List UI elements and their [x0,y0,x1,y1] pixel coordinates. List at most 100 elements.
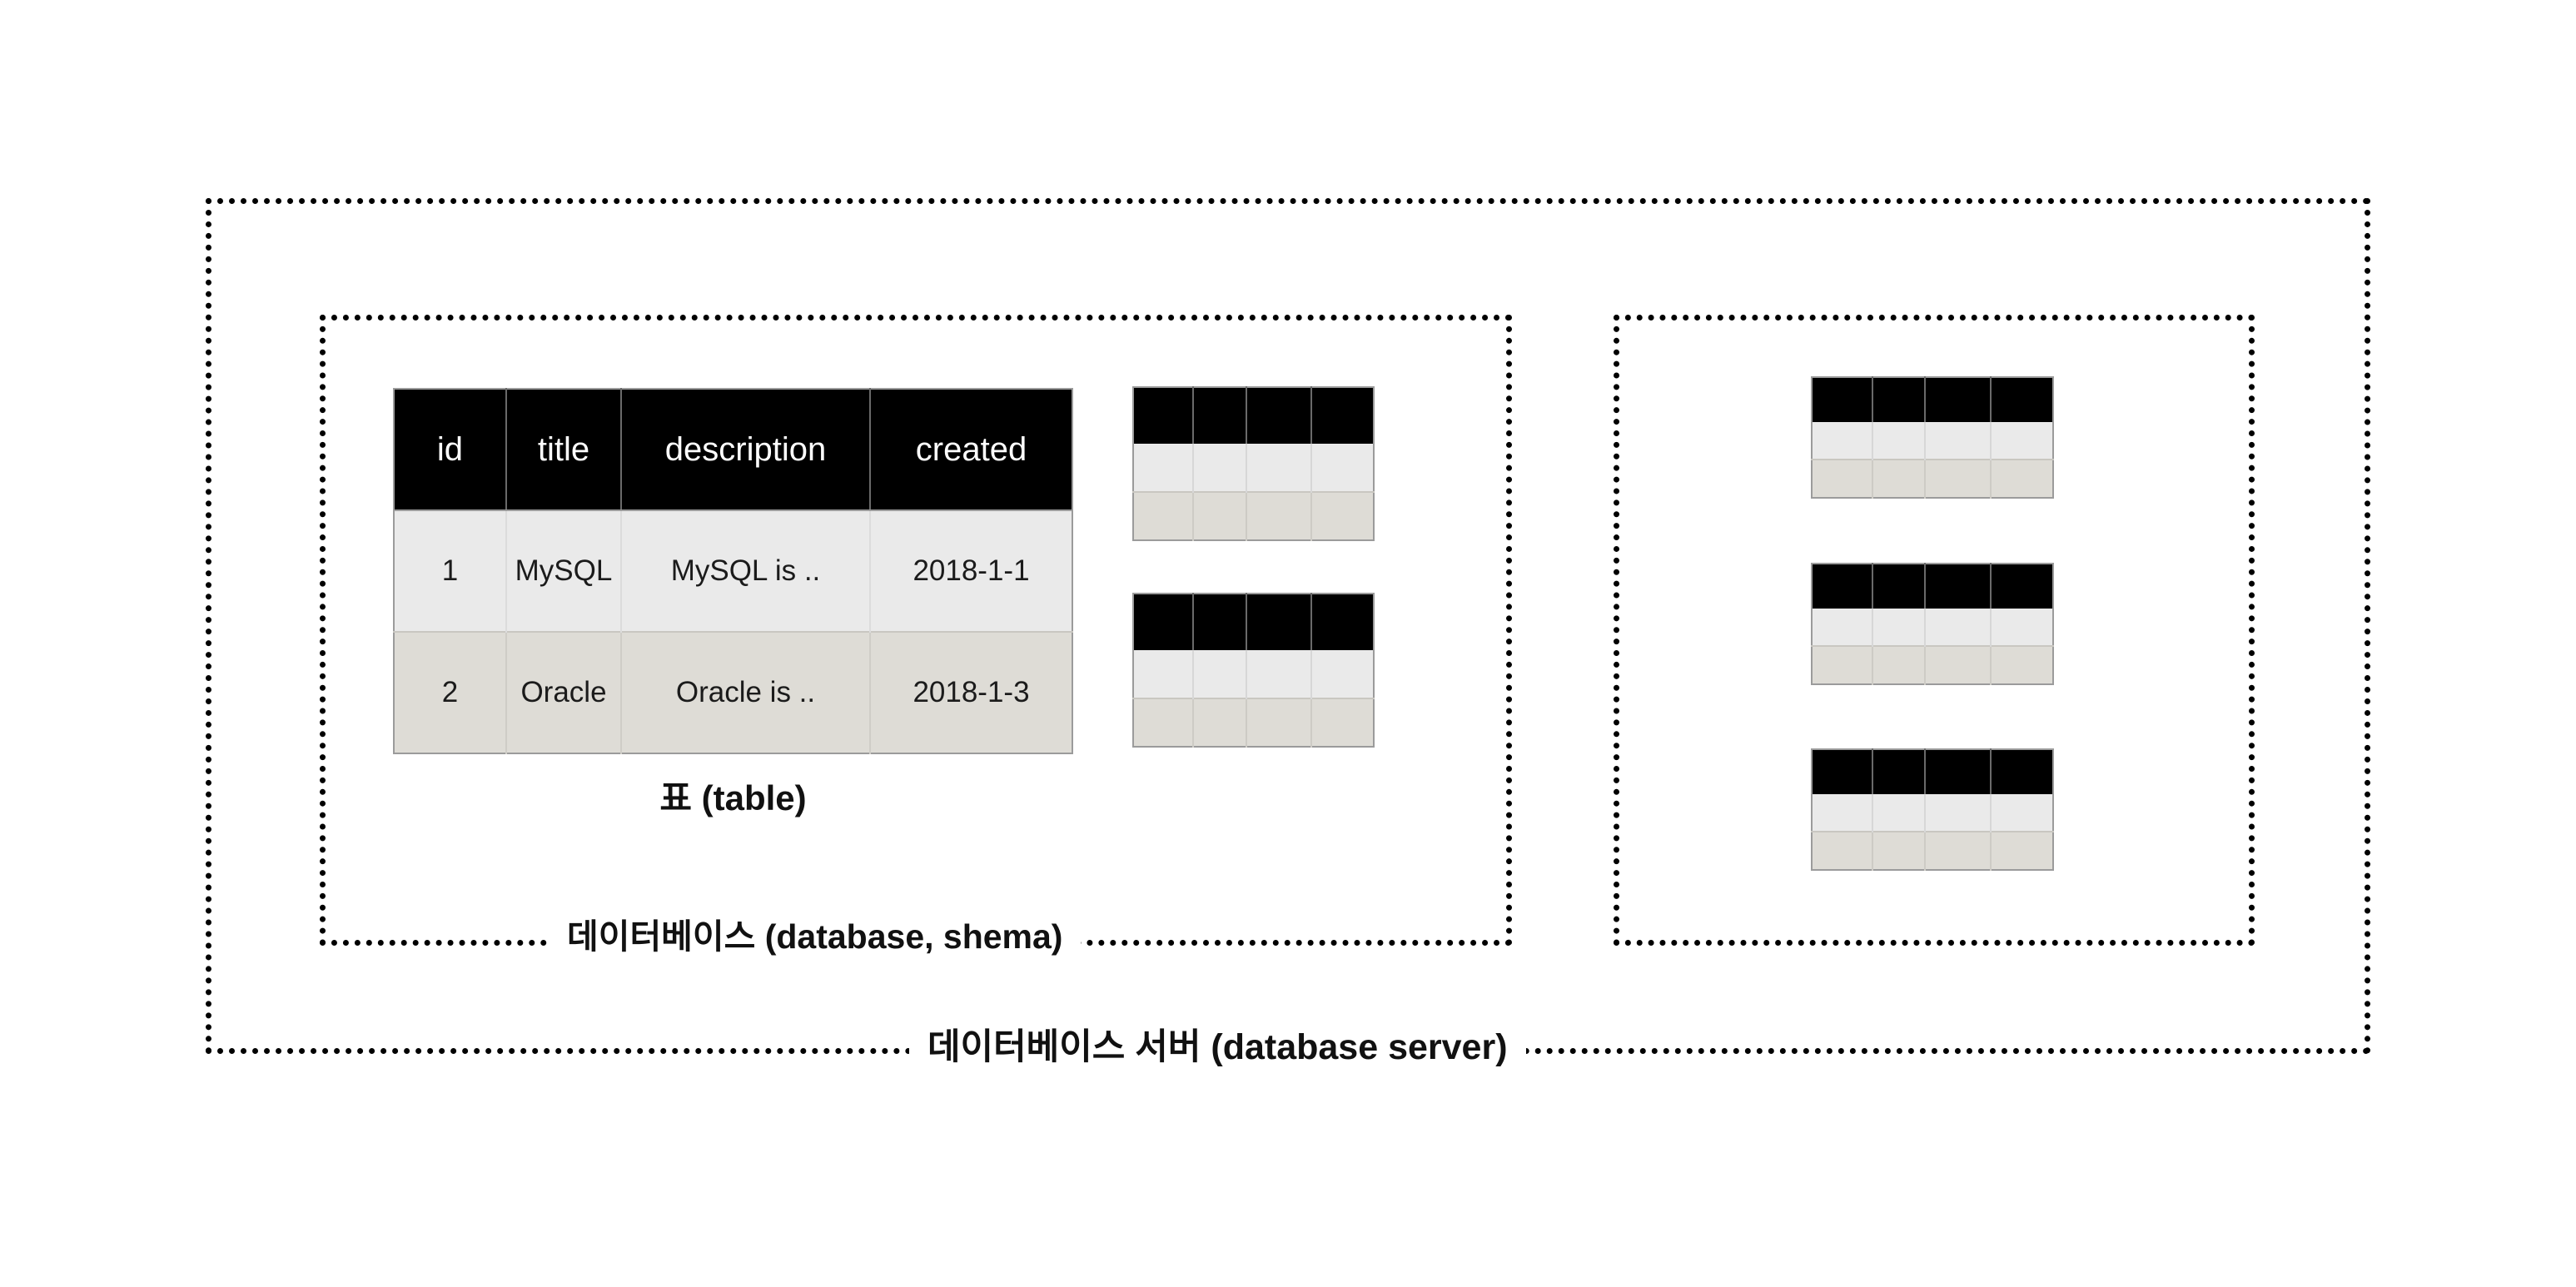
mini-table-row [1133,650,1374,699]
mini-cell [1990,749,2053,794]
mini-table-right-3 [1811,748,2054,871]
mini-cell [1812,459,1873,498]
mini-cell [1193,594,1247,651]
mini-cell [1310,698,1374,747]
mini-cell [1133,594,1195,651]
cell-created: 2018-1-3 [870,631,1072,753]
mini-cell [1872,377,1927,422]
mini-cell [1133,387,1195,445]
mini-cell [1990,421,2053,460]
mini-cell [1246,650,1312,699]
mini-cell [1872,645,1927,684]
mini-cell [1925,645,1992,684]
mini-cell [1812,564,1873,609]
mini-table-row [1133,491,1374,540]
mini-table-header-row [1812,377,2053,422]
cell-created: 2018-1-1 [870,510,1072,632]
mini-table-row [1812,793,2053,832]
mini-table-row [1812,421,2053,460]
mini-table-header-row [1812,564,2053,609]
mini-table-row [1812,459,2053,498]
mini-cell [1193,698,1247,747]
cell-description: Oracle is .. [621,631,871,753]
mini-cell [1812,793,1873,832]
cell-id: 1 [394,510,507,632]
mini-cell [1990,564,2053,609]
mini-cell [1310,650,1374,699]
mini-cell [1133,698,1195,747]
mini-cell [1310,387,1374,445]
mini-cell [1812,421,1873,460]
mini-table-left-2 [1132,593,1375,748]
mini-cell [1133,650,1195,699]
mini-cell [1133,444,1195,493]
column-header-created: created [870,389,1072,511]
mini-cell [1925,377,1992,422]
mini-table-row [1812,831,2053,870]
mini-table-right-2 [1811,563,2054,685]
mini-cell [1990,608,2053,647]
main-table: id title description created 1 MySQL MyS… [393,388,1073,754]
table-caption: 표 (table) [659,778,807,817]
mini-cell [1925,421,1992,460]
mini-cell [1812,831,1873,870]
mini-cell [1990,793,2053,832]
mini-cell [1133,491,1195,540]
mini-table-left-1 [1132,386,1375,541]
mini-cell [1310,491,1374,540]
mini-cell [1925,831,1992,870]
mini-table-row [1133,698,1374,747]
mini-cell [1812,749,1873,794]
mini-cell [1925,608,1992,647]
cell-description: MySQL is .. [621,510,871,632]
column-header-title: title [506,389,622,511]
mini-cell [1990,459,2053,498]
mini-table-row [1133,444,1374,493]
mini-cell [1246,491,1312,540]
mini-cell [1246,387,1312,445]
cell-title: Oracle [506,631,622,753]
mini-cell [1872,608,1927,647]
mini-cell [1246,698,1312,747]
database-container-two [1614,315,2255,946]
mini-cell [1872,421,1927,460]
mini-cell [1872,749,1927,794]
column-header-id: id [394,389,507,511]
mini-cell [1925,564,1992,609]
mini-cell [1990,831,2053,870]
mini-cell [1872,564,1927,609]
mini-cell [1925,749,1992,794]
table-row: 1 MySQL MySQL is .. 2018-1-1 [394,510,1072,632]
mini-cell [1812,377,1873,422]
mini-cell [1872,793,1927,832]
mini-table-row [1812,608,2053,647]
mini-cell [1193,444,1247,493]
mini-table-row [1812,645,2053,684]
mini-table-header-row [1812,749,2053,794]
mini-cell [1925,793,1992,832]
mini-cell [1193,387,1247,445]
table-header-row: id title description created [394,389,1072,511]
mini-cell [1812,608,1873,647]
table-row: 2 Oracle Oracle is .. 2018-1-3 [394,631,1072,753]
mini-cell [1872,459,1927,498]
mini-cell [1310,594,1374,651]
mini-table-right-1 [1811,376,2054,499]
mini-cell [1990,645,2053,684]
mini-cell [1193,650,1247,699]
mini-table-header-row [1133,594,1374,651]
cell-id: 2 [394,631,507,753]
database-label: 데이터베이스 (database, shema) [549,920,1082,954]
database-server-label: 데이터베이스 서버 (database server) [909,1030,1526,1066]
mini-cell [1246,594,1312,651]
mini-cell [1812,645,1873,684]
mini-cell [1310,444,1374,493]
mini-cell [1246,444,1312,493]
mini-table-header-row [1133,387,1374,445]
cell-title: MySQL [506,510,622,632]
mini-cell [1193,491,1247,540]
mini-cell [1925,459,1992,498]
mini-cell [1872,831,1927,870]
mini-cell [1990,377,2053,422]
